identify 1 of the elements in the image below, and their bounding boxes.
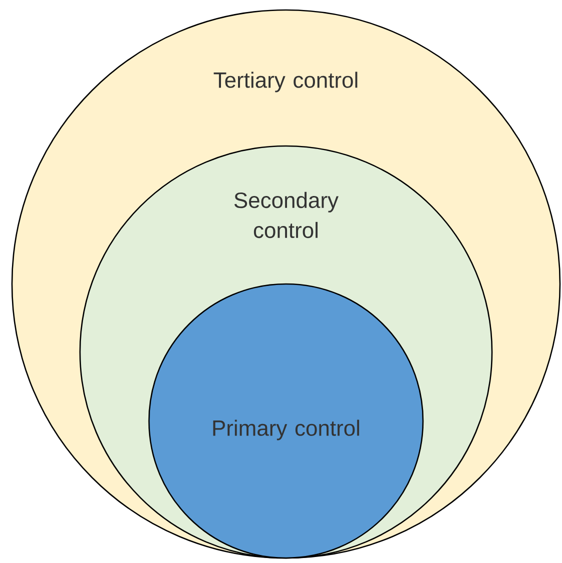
circle-region: Primary control bbox=[148, 283, 424, 559]
